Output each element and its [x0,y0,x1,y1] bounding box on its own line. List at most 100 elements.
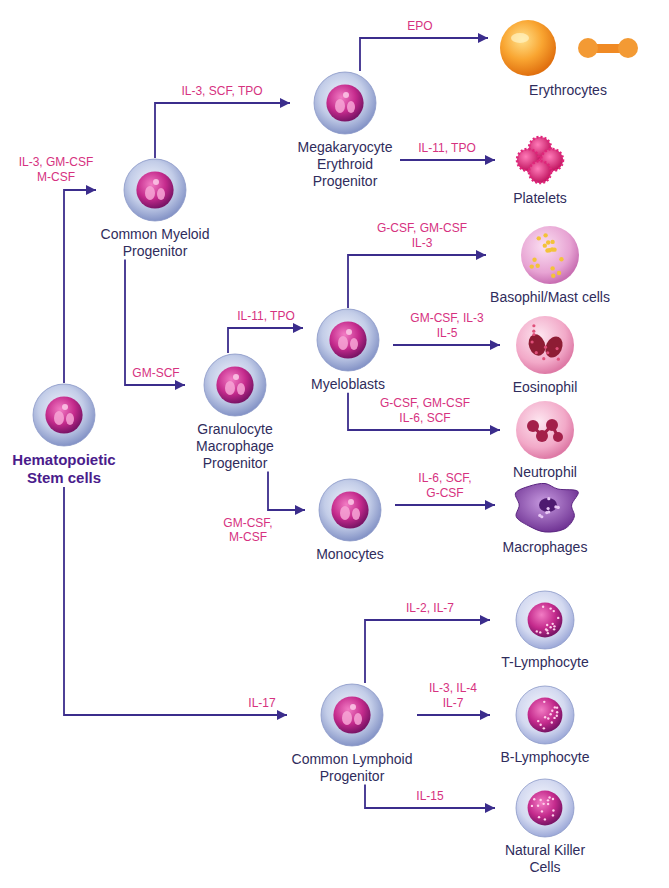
chromatin-dot [542,606,544,608]
nucleolus [237,383,245,395]
nucleolus [347,101,355,113]
cell-nucleus [216,366,253,403]
chromatin-dot [536,630,538,632]
nucleolus [348,499,354,505]
chromatin-dot [549,713,551,715]
chromatin-dot [543,727,545,729]
cell-halo [33,384,95,446]
cytokine-arrow [64,487,287,715]
cell-illustration [316,308,380,372]
nucleolus [62,404,68,410]
chromatin-dot [546,624,548,626]
vesicle [540,515,543,518]
granule [543,243,547,247]
cell-node: Common Lymphoid Progenitor [287,683,417,785]
granule [544,346,547,349]
chromatin-dot [547,799,549,801]
chromatin-dot [551,710,553,712]
cell-nucleus [329,321,366,358]
cytokine-arrow [365,785,495,808]
chromatin-dot [552,623,554,625]
granule [542,357,545,360]
cytokine-label: IL-15 [414,789,445,803]
cell-label: Granulocyte Macrophage Progenitor [185,421,285,471]
eosinophil-body [516,316,574,374]
nucleolus [145,186,155,200]
cytokine-arrow [417,714,490,716]
cell-nucleus [528,791,563,826]
cell-halo [516,779,574,837]
cell-label: Macrophages [495,539,595,556]
cell-illustration [520,225,580,285]
nucleolus [343,92,349,98]
cell-halo [321,684,383,746]
vesicle [547,507,550,510]
cell-label: Erythrocytes [513,82,623,99]
granule [552,247,556,251]
cell-illustration [515,778,575,838]
granule [557,358,560,361]
nucleolus [342,711,352,725]
cell-label: Neutrophil [500,464,590,481]
cell-node: Hematopoietic Stem cells [5,383,123,487]
nucleus-lobe [542,334,566,361]
platelet [529,161,551,183]
granule [546,240,550,244]
chromatin-dot [539,799,541,801]
cell-label: Platelets [495,190,585,207]
cell-illustration [203,353,267,417]
cell-node: Myeloblasts [303,308,393,393]
chromatin-dot [557,617,559,619]
chromatin-dot [547,803,549,805]
chromatin-dot [539,631,541,633]
chromatin-dot [552,809,554,811]
vesicle [557,506,560,509]
cytokine-arrow [365,620,490,683]
chromatin-dot [542,803,544,805]
nucleus [539,498,557,512]
cell-label: T-Lymphocyte [490,654,600,671]
nucleolus [157,188,165,200]
nucleolus [350,338,358,350]
cell-illustration [32,383,96,447]
cytokine-label: G-CSF, GM-CSF IL-6, SCF [373,396,477,425]
neutrophil-body [516,401,574,459]
cell-illustration [500,475,590,535]
cytokine-label: IL-3, GM-CSF M-CSF [12,155,101,184]
vesicle [547,497,550,500]
vesicle [545,511,548,514]
granule [531,340,534,343]
cytokine-arrow [268,471,305,510]
erythrocyte-profile [618,38,638,58]
cell-illustration [318,478,382,542]
cell-illustration [515,315,575,375]
cytokine-label: IL-17 [246,696,277,710]
cell-nucleus [136,171,173,208]
cytokine-arrow [64,190,96,383]
granule [532,324,535,327]
cell-halo [516,591,574,649]
cytokine-label: IL-2, IL-7 [404,601,456,615]
cell-halo [319,479,381,541]
cell-node: Granulocyte Macrophage Progenitor [185,353,285,471]
cytokine-arrow [155,103,290,158]
cell-node: Macrophages [495,475,595,556]
cell-illustration [515,590,575,650]
cell-nucleus [333,696,370,733]
chromatin-dot [554,706,556,708]
cell-illustration [510,134,570,186]
nucleolus [233,374,239,380]
cytokine-label: IL-3, IL-4 IL-7 [420,681,486,710]
cytokine-label: EPO [405,19,434,33]
cytokine-arrow [125,260,185,385]
nucleolus [335,99,345,113]
chromatin-dot [533,798,535,800]
cytokine-label: IL-6, SCF, G-CSF [411,471,479,500]
nucleolus [350,704,356,710]
cell-node: Monocytes [305,478,395,563]
cytokine-label: IL-11, TPO [416,141,478,155]
chromatin-dot [537,805,539,807]
cell-node: Common Myeloid Progenitor [96,158,214,260]
cell-illustration [320,683,384,747]
nucleolus [54,411,64,425]
